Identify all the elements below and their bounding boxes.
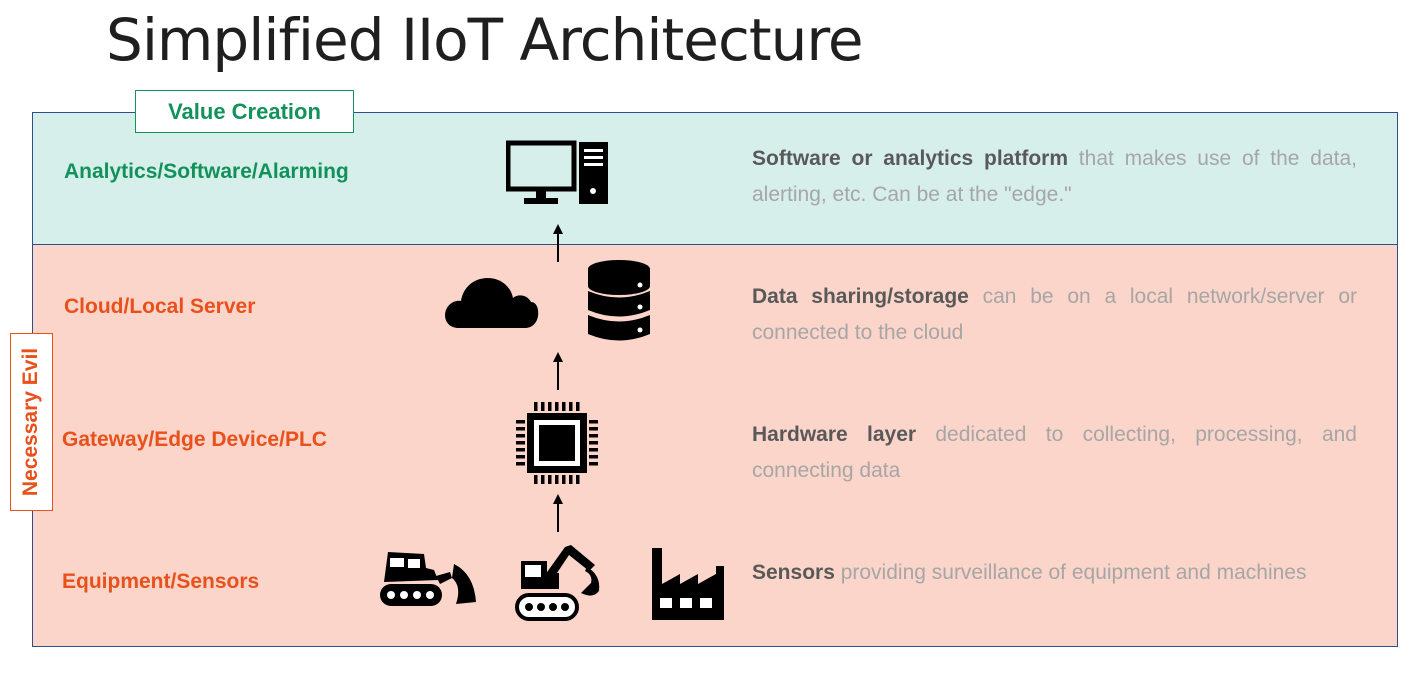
arrow-up-3 xyxy=(553,494,563,532)
database-icon xyxy=(588,260,650,341)
layer-label-analytics: Analytics/Software/Alarming xyxy=(64,160,349,183)
desc-equipment: Sensors providing surveillance of equipm… xyxy=(752,555,1357,591)
value-creation-label: Value Creation xyxy=(168,98,321,124)
desc-gateway-rest: dedicated to collecting, processing, and… xyxy=(752,423,1357,482)
excavator-icon xyxy=(515,545,600,621)
arrow-up-1 xyxy=(553,224,563,262)
desc-cloud-bold: Data sharing/storage xyxy=(752,285,969,308)
desc-analytics-rest: that makes use of the data, alerting, et… xyxy=(752,147,1357,206)
necessary-evil-label: Necessary Evil xyxy=(19,347,43,497)
chip-icon xyxy=(516,402,598,484)
bulldozer-icon xyxy=(380,552,476,606)
desc-gateway-bold: Hardware layer xyxy=(752,423,917,446)
page-title: Simplified IIoT Architecture xyxy=(106,6,864,74)
desc-analytics-bold: Software or analytics platform xyxy=(752,147,1068,170)
arrow-up-2 xyxy=(553,352,563,390)
layer-label-gateway: Gateway/Edge Device/PLC xyxy=(62,428,327,451)
layer-label-equipment: Equipment/Sensors xyxy=(62,570,260,593)
value-creation-tag: Value Creation xyxy=(135,90,354,133)
desc-equipment-bold: Sensors xyxy=(752,561,835,584)
cloud-icon xyxy=(445,278,539,328)
factory-icon xyxy=(652,548,724,620)
desc-cloud: Data sharing/storage can be on a local n… xyxy=(752,279,1357,351)
necessary-evil-tag: Necessary Evil xyxy=(10,333,53,511)
desc-equipment-rest: providing surveillance of equipment and … xyxy=(834,561,1307,584)
desktop-computer-icon xyxy=(506,140,608,204)
desc-analytics: Software or analytics platform that make… xyxy=(752,141,1357,213)
layer-label-cloud: Cloud/Local Server xyxy=(64,295,256,318)
value-creation-band xyxy=(32,112,1398,244)
desc-cloud-rest: can be on a local network/server or conn… xyxy=(752,285,1357,344)
desc-gateway: Hardware layer dedicated to collecting, … xyxy=(752,417,1357,489)
